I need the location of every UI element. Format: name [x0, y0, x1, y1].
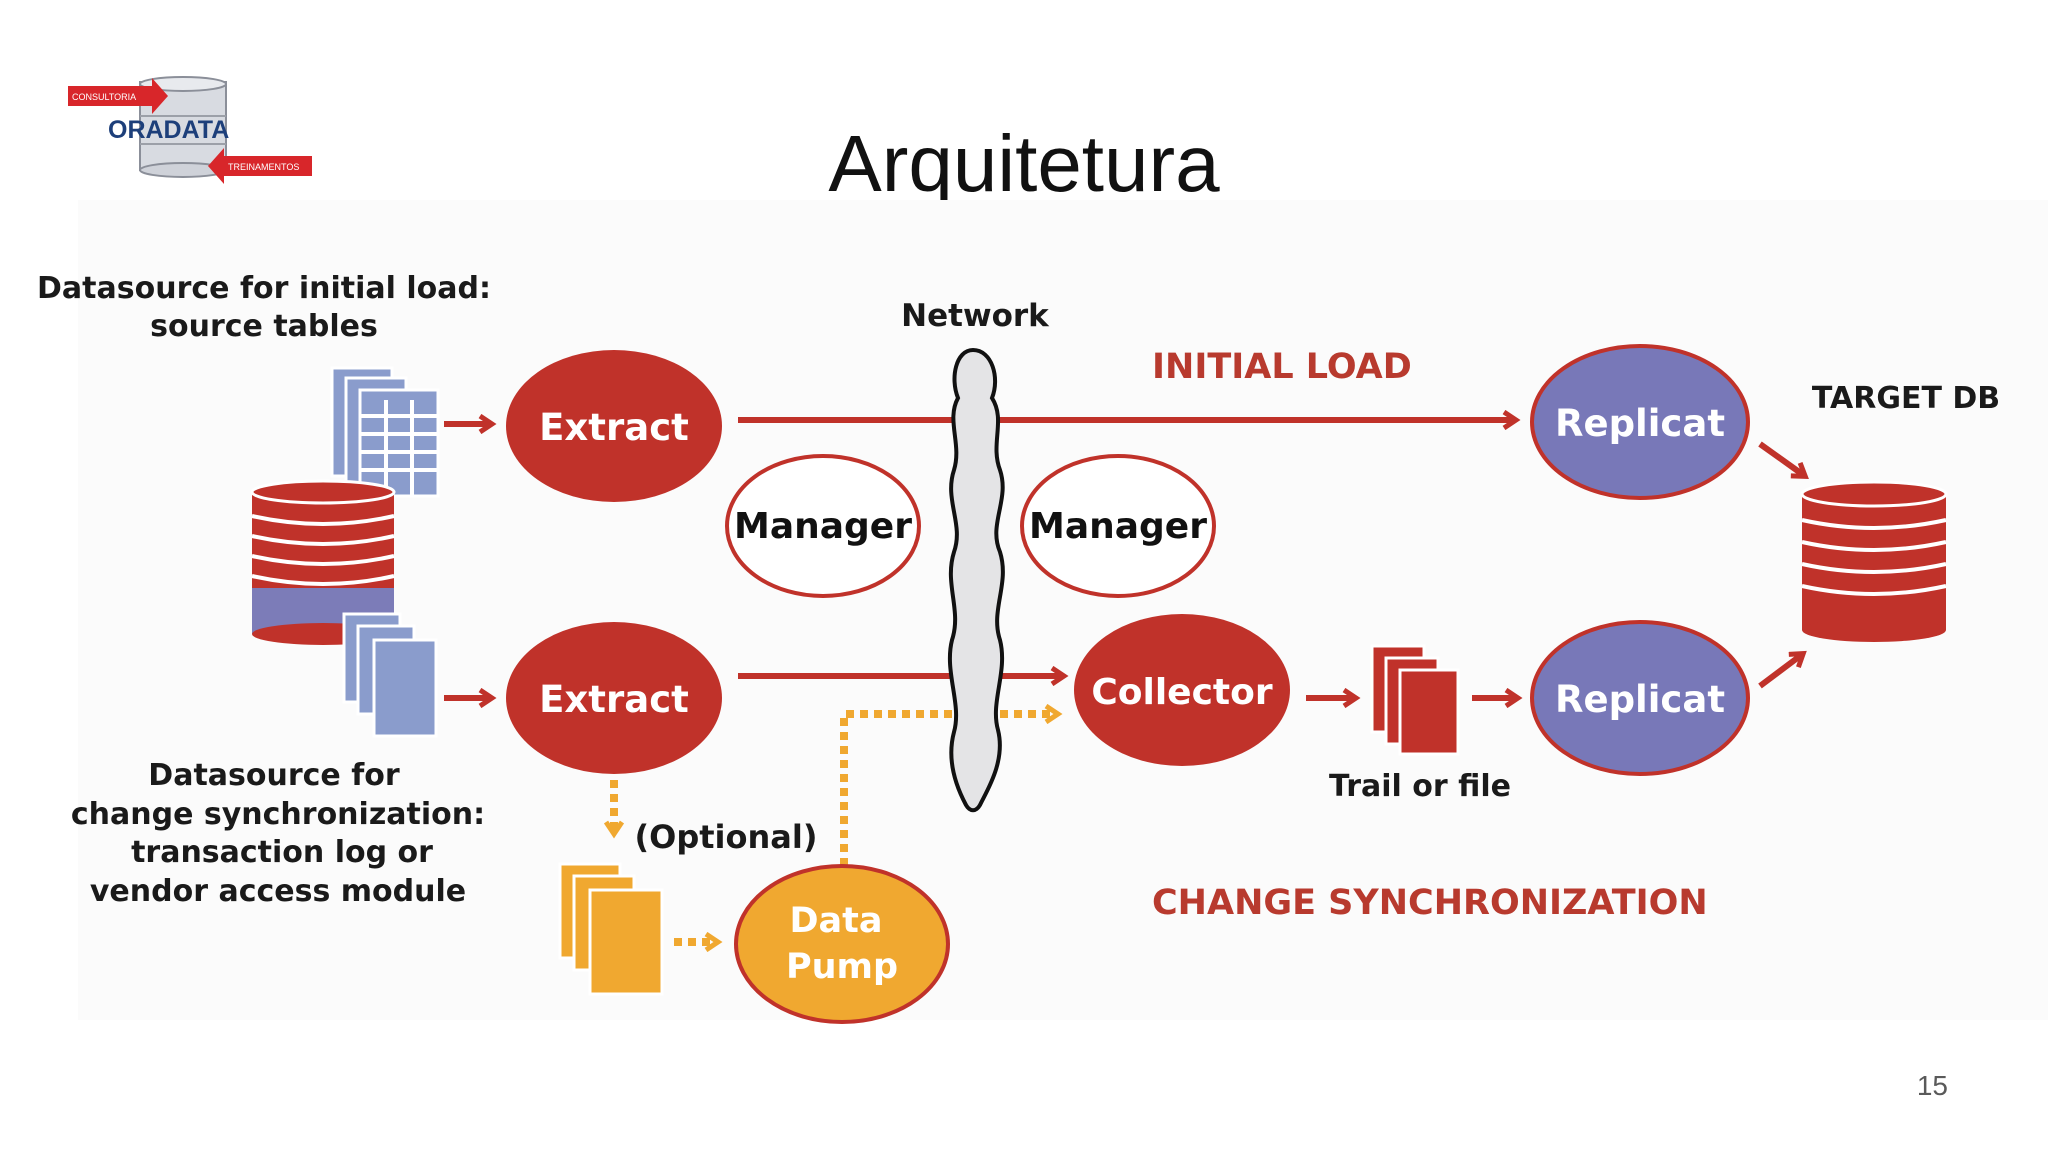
collector-node: Collector	[1074, 614, 1290, 766]
replicat-bottom-label: Replicat	[1555, 678, 1725, 721]
manager-left-label: Manager	[734, 506, 912, 547]
target-db-label: TARGET DB	[1812, 381, 2000, 416]
manager-right-node: Manager	[1020, 454, 1216, 598]
change-sync-label: CHANGE SYNCHRONIZATION	[1152, 883, 1708, 923]
source-tables-icon	[330, 366, 440, 498]
source-initial-label-line2: source tables	[150, 309, 378, 344]
slide-title: Arquitetura	[828, 119, 1220, 208]
transaction-log-icon	[342, 612, 438, 738]
source-change-label-line2: change synchronization:	[71, 797, 485, 832]
extract-top-label: Extract	[539, 406, 689, 449]
slide-number: 15	[1916, 1070, 1948, 1101]
manager-left-node: Manager	[725, 454, 921, 598]
data-pump-label-line1: Data	[789, 901, 882, 941]
collector-label: Collector	[1091, 672, 1273, 713]
initial-load-label: INITIAL LOAD	[1152, 347, 1412, 387]
trail-file-icon	[1370, 644, 1460, 756]
target-database-icon	[1800, 480, 1948, 642]
diagram-panel	[78, 200, 2048, 1020]
pump-trail-icon	[558, 862, 664, 996]
logo-name: ORADATA	[108, 116, 229, 144]
arrow-replicat-bottom-to-target	[1758, 656, 1800, 689]
source-change-label-line3: transaction log or	[131, 835, 433, 870]
extract-bottom-node: Extract	[506, 622, 722, 774]
oradata-logo: CONSULTORIA ORADATA TREINAMENTOS	[68, 76, 312, 184]
network-label: Network	[901, 298, 1050, 334]
source-initial-label-line1: Datasource for initial load:	[37, 271, 491, 306]
source-change-label-line4: vendor access module	[90, 874, 466, 909]
arrow-replicat-top-to-target	[1758, 441, 1802, 474]
logo-top-tag: CONSULTORIA	[72, 92, 136, 102]
data-pump-label-line2: Pump	[786, 947, 898, 987]
trail-label: Trail or file	[1329, 769, 1511, 804]
optional-label: (Optional)	[635, 818, 818, 856]
manager-right-label: Manager	[1029, 506, 1207, 547]
extract-top-node: Extract	[506, 350, 722, 502]
replicat-top-node: Replicat	[1530, 344, 1750, 500]
extract-bottom-label: Extract	[539, 678, 689, 721]
replicat-top-label: Replicat	[1555, 402, 1725, 445]
source-change-label-line1: Datasource for	[148, 758, 400, 793]
logo-bottom-tag: TREINAMENTOS	[228, 162, 299, 172]
network-cloud-icon	[947, 347, 1005, 813]
optional-pump-path	[614, 714, 1054, 942]
replicat-bottom-node: Replicat	[1530, 620, 1750, 776]
data-pump-node: Data Pump	[734, 864, 950, 1024]
